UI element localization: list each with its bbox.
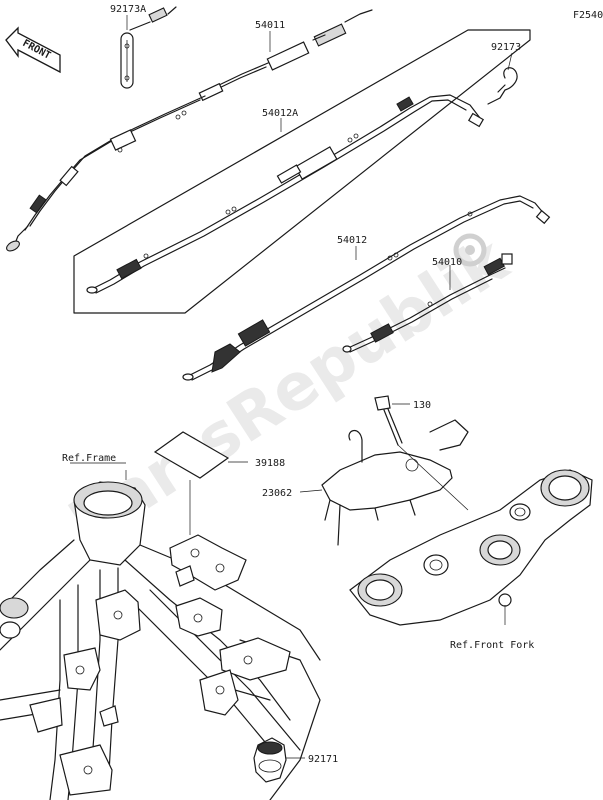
part-54012-cable xyxy=(182,195,551,381)
part-frame xyxy=(0,462,321,800)
part-92173-clip xyxy=(487,52,518,105)
label-23062: 23062 xyxy=(262,488,292,499)
part-39188-plate xyxy=(153,431,248,535)
part-92171-grommet xyxy=(253,737,305,783)
label-39188: 39188 xyxy=(255,458,285,469)
label-54010: 54010 xyxy=(432,257,462,268)
part-130-bolt xyxy=(374,395,410,446)
part-upper-fork-bracket xyxy=(349,469,593,626)
label-54012A: 54012A xyxy=(262,108,298,119)
label-54011: 54011 xyxy=(255,20,285,31)
part-54012A-cable xyxy=(86,94,485,294)
figure-code: F2540 xyxy=(573,10,603,21)
label-54012: 54012 xyxy=(337,235,367,246)
part-23062-bracket xyxy=(299,419,469,546)
part-54010-cable xyxy=(342,253,513,353)
part-92173A-clip xyxy=(120,15,134,89)
watermark-gear-icon xyxy=(453,233,487,267)
cable-group-bracket xyxy=(73,29,531,314)
label-ref-front-fork: Ref.Front Fork xyxy=(450,640,534,651)
label-ref-frame: Ref.Frame xyxy=(62,453,116,464)
part-54011-cable xyxy=(6,6,373,252)
label-92173: 92173 xyxy=(491,42,521,53)
front-arrow-icon: FRONT xyxy=(5,26,61,74)
label-92171: 92171 xyxy=(308,754,338,765)
label-130: 130 xyxy=(413,400,431,411)
leader-bracket-to-fork xyxy=(397,444,469,511)
label-92173A: 92173A xyxy=(110,4,146,15)
